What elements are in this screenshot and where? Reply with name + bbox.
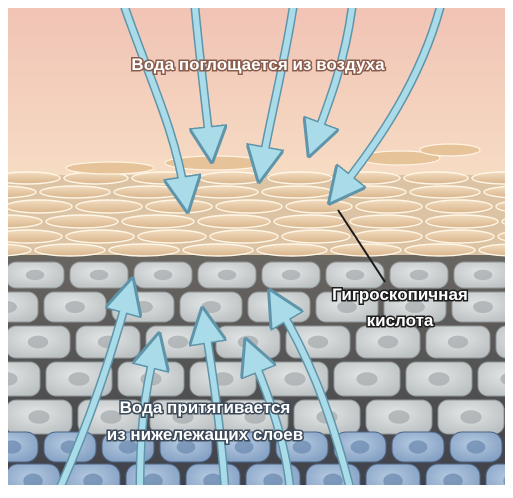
corneum-flake: [257, 244, 327, 256]
corneum-flake: [6, 200, 72, 213]
corneum-flake: [0, 230, 62, 243]
loose-flake: [66, 162, 154, 174]
draw-from-lower-label-line1: Вода притягивается: [120, 398, 291, 417]
corneum-flake: [40, 186, 110, 198]
corneum-flake: [0, 172, 60, 184]
corneum-flake: [188, 186, 258, 198]
corneum-flake: [35, 244, 105, 256]
corneum-flake: [268, 172, 332, 184]
corneum-flake: [210, 230, 278, 243]
draw-from-lower-label-line2: из нижележащих слоев: [107, 425, 303, 444]
corneum-flake: [46, 215, 118, 228]
corneum-flake: [200, 172, 264, 184]
corneum-flake: [354, 230, 422, 243]
corneum-flake: [109, 244, 179, 256]
corneum-flake: [274, 215, 346, 228]
corneum-flake: [426, 215, 498, 228]
absorb-from-air-label: Вода поглощается из воздуха: [131, 55, 385, 74]
corneum-flake: [282, 230, 350, 243]
corneum-flake: [183, 244, 253, 256]
corneum-flake: [114, 186, 184, 198]
corneum-flake: [356, 200, 422, 213]
corneum-flake: [198, 215, 270, 228]
corneum-flake: [286, 200, 352, 213]
corneum-flake: [146, 200, 212, 213]
corneum-flake: [405, 244, 475, 256]
corneum-flake: [426, 230, 494, 243]
corneum-flake: [66, 230, 134, 243]
corneum-flake: [76, 200, 142, 213]
corneum-flake: [404, 172, 468, 184]
loose-flake: [420, 144, 480, 156]
corneum-flake: [262, 186, 332, 198]
corneum-flake: [138, 230, 206, 243]
corneum-flake: [122, 215, 194, 228]
corneum-flake: [216, 200, 282, 213]
hygroscopic-acid-label-line1: Гигроскопичная: [332, 285, 468, 304]
corneum-flake: [410, 186, 480, 198]
corneum-flake: [426, 200, 492, 213]
hygroscopic-acid-label-line2: кислота: [367, 311, 434, 330]
corneum-flake: [350, 215, 422, 228]
